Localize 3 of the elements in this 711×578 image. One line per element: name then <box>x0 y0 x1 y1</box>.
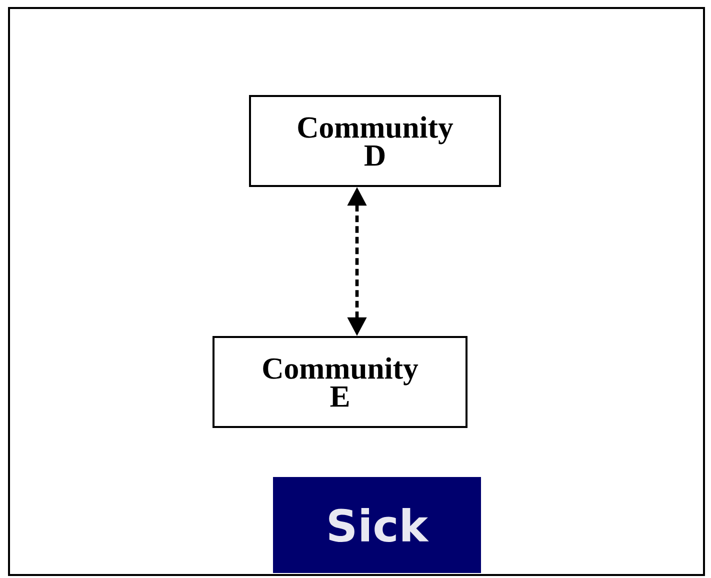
process-box: Community E <box>212 336 468 428</box>
label-box: Sick <box>273 477 481 573</box>
process-box: Community D <box>249 95 501 187</box>
